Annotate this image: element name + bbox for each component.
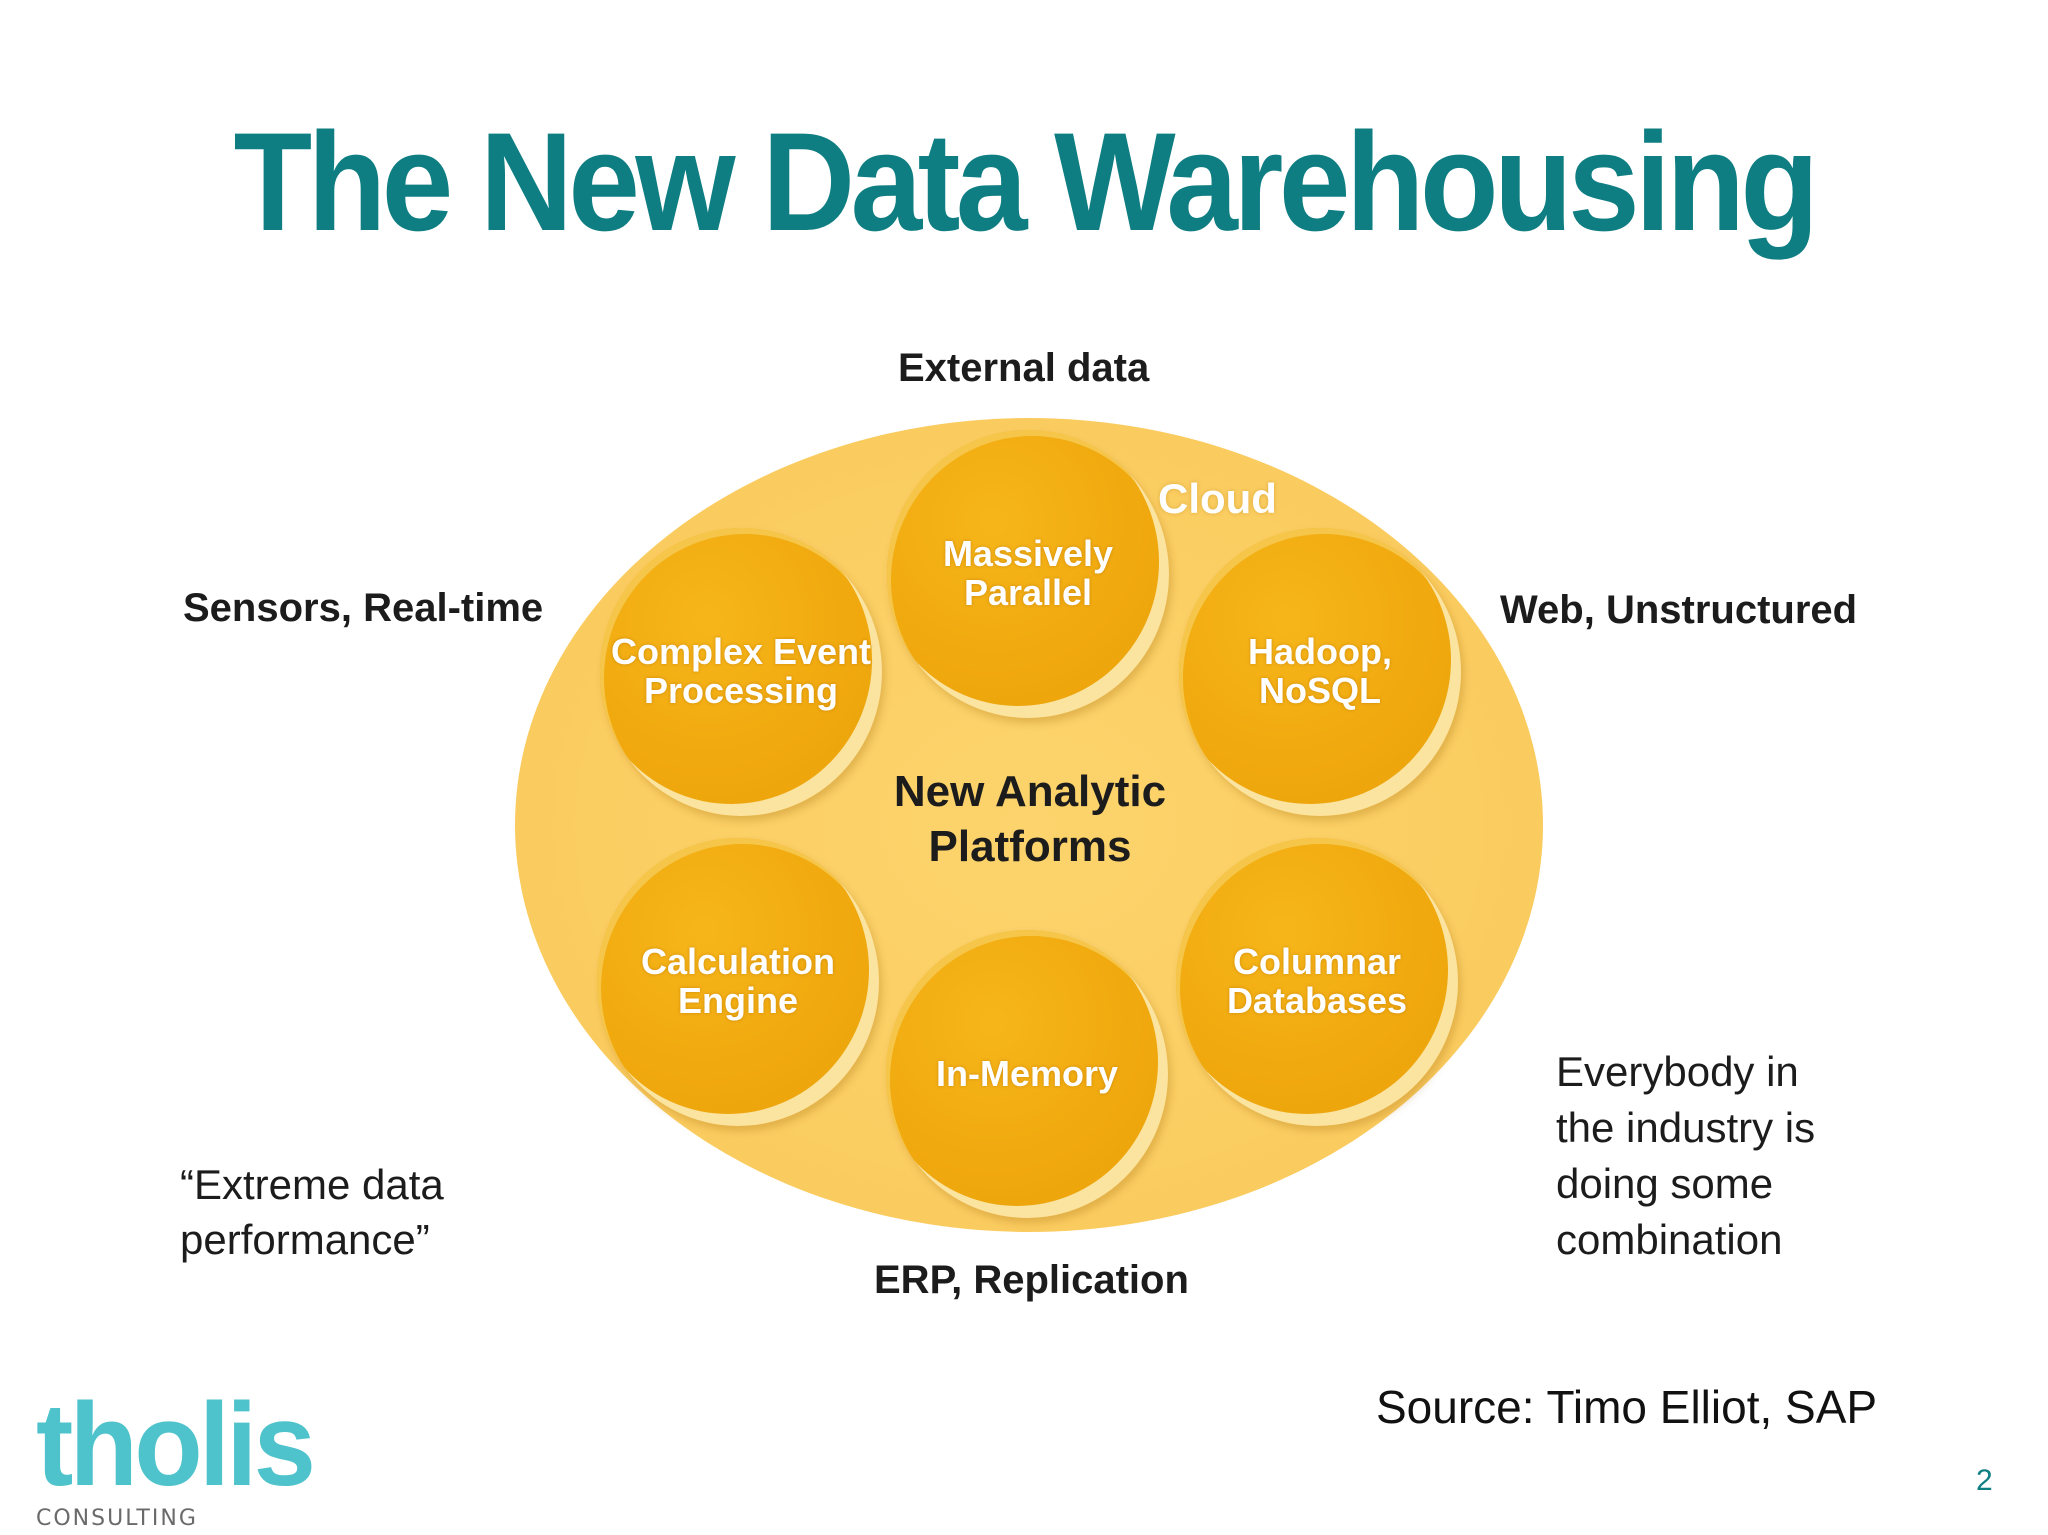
label-sensors-realtime: Sensors, Real-time: [183, 586, 544, 630]
center-label: New Analytic Platforms: [893, 767, 1167, 871]
circle-label: Columnar Databases: [1226, 941, 1408, 1021]
logo-wordmark: tholis: [36, 1379, 316, 1511]
circle-label: Calculation Engine: [640, 941, 836, 1021]
circle-calculation-engine: Calculation Engine: [597, 838, 879, 1126]
circle-label: Hadoop, NoSQL: [1248, 631, 1392, 711]
note-industry-combination: Everybody in the industry is doing some …: [1556, 1048, 1816, 1263]
circle-label: Complex Event Processing: [610, 631, 872, 711]
cloud-label: Cloud: [1158, 475, 1277, 522]
source-citation: Source: Timo Elliot, SAP: [1376, 1381, 1878, 1433]
page-number: 2: [1976, 1464, 1993, 1497]
circle-label: In-Memory: [935, 1052, 1119, 1094]
circle-complex-event-processing: Complex Event Processing: [600, 528, 882, 816]
slide-title: The New Data Warehousing: [233, 103, 1820, 260]
circle-hadoop-nosql: Hadoop, NoSQL: [1179, 528, 1461, 816]
quote-extreme-performance: “Extreme data performance”: [180, 1161, 444, 1263]
circle-columnar-databases: Columnar Databases: [1176, 838, 1458, 1126]
label-erp-replication: ERP, Replication: [874, 1258, 1189, 1302]
circle-label: Massively Parallel: [942, 533, 1114, 613]
circle-massively-parallel: Massively Parallel: [887, 430, 1169, 718]
logo-subtitle: CONSULTING: [36, 1506, 198, 1531]
label-external-data: External data: [898, 346, 1150, 390]
label-web-unstructured: Web, Unstructured: [1500, 588, 1858, 632]
circle-in-memory: In-Memory: [886, 930, 1168, 1218]
company-logo: tholis CONSULTING: [36, 1386, 327, 1531]
